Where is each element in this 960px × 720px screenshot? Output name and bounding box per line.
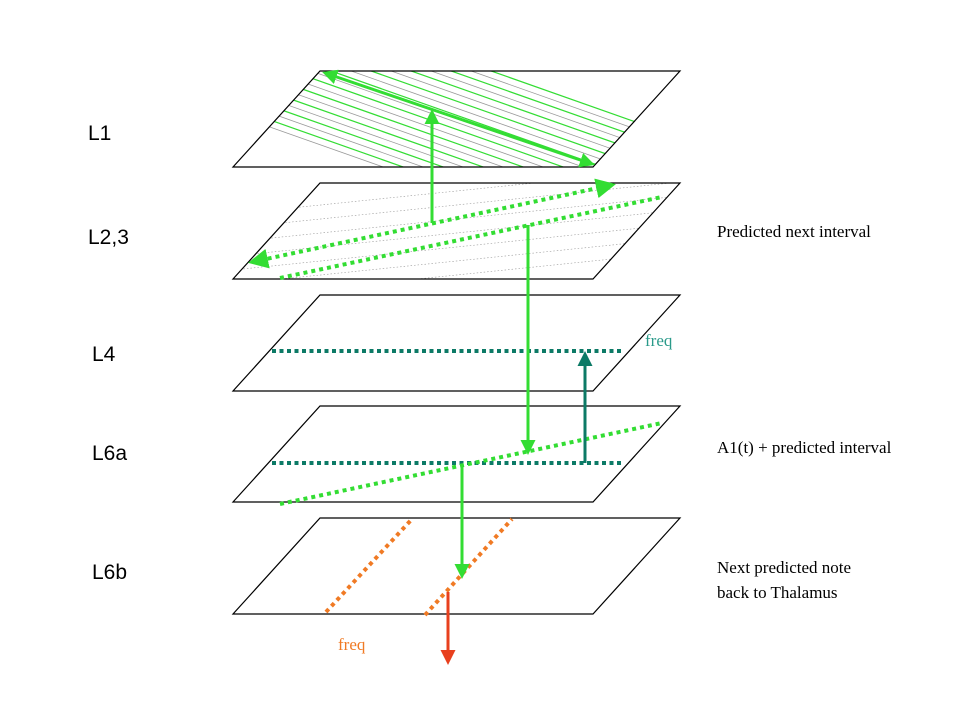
annotation-predicted-next-interval: Predicted next interval: [717, 222, 871, 241]
layer-label-l4: L4: [92, 343, 116, 366]
layer-label-l6a: L6a: [92, 442, 127, 465]
annotation-back-to-thalamus: back to Thalamus: [717, 583, 838, 602]
freq-label-l4: freq: [645, 331, 673, 350]
l6b-orange-line-1: [324, 517, 414, 614]
l1-diagonal-arrow: [322, 69, 595, 168]
l23-dotted-arrow: [248, 178, 616, 269]
layer-plane-l6a: [231, 405, 682, 506]
layer-label-l6b: L6b: [92, 561, 127, 584]
layer-label-l1: L1: [88, 122, 111, 145]
annotation-next-predicted-note: Next predicted note: [717, 558, 851, 577]
l6b-orange-line-2: [423, 517, 514, 617]
layer-plane-l6b: [231, 517, 682, 617]
annotation-a1-predicted-interval: A1(t) + predicted interval: [717, 438, 892, 457]
layer-plane-l1: [231, 69, 682, 168]
freq-label-l6b: freq: [338, 635, 366, 654]
l6a-interval-line: [279, 421, 663, 506]
layer-plane-l23: [231, 178, 682, 280]
layer-label-l23: L2,3: [88, 226, 129, 249]
layer-plane-l4: [231, 294, 682, 392]
l23-dotted-line: [279, 195, 663, 280]
